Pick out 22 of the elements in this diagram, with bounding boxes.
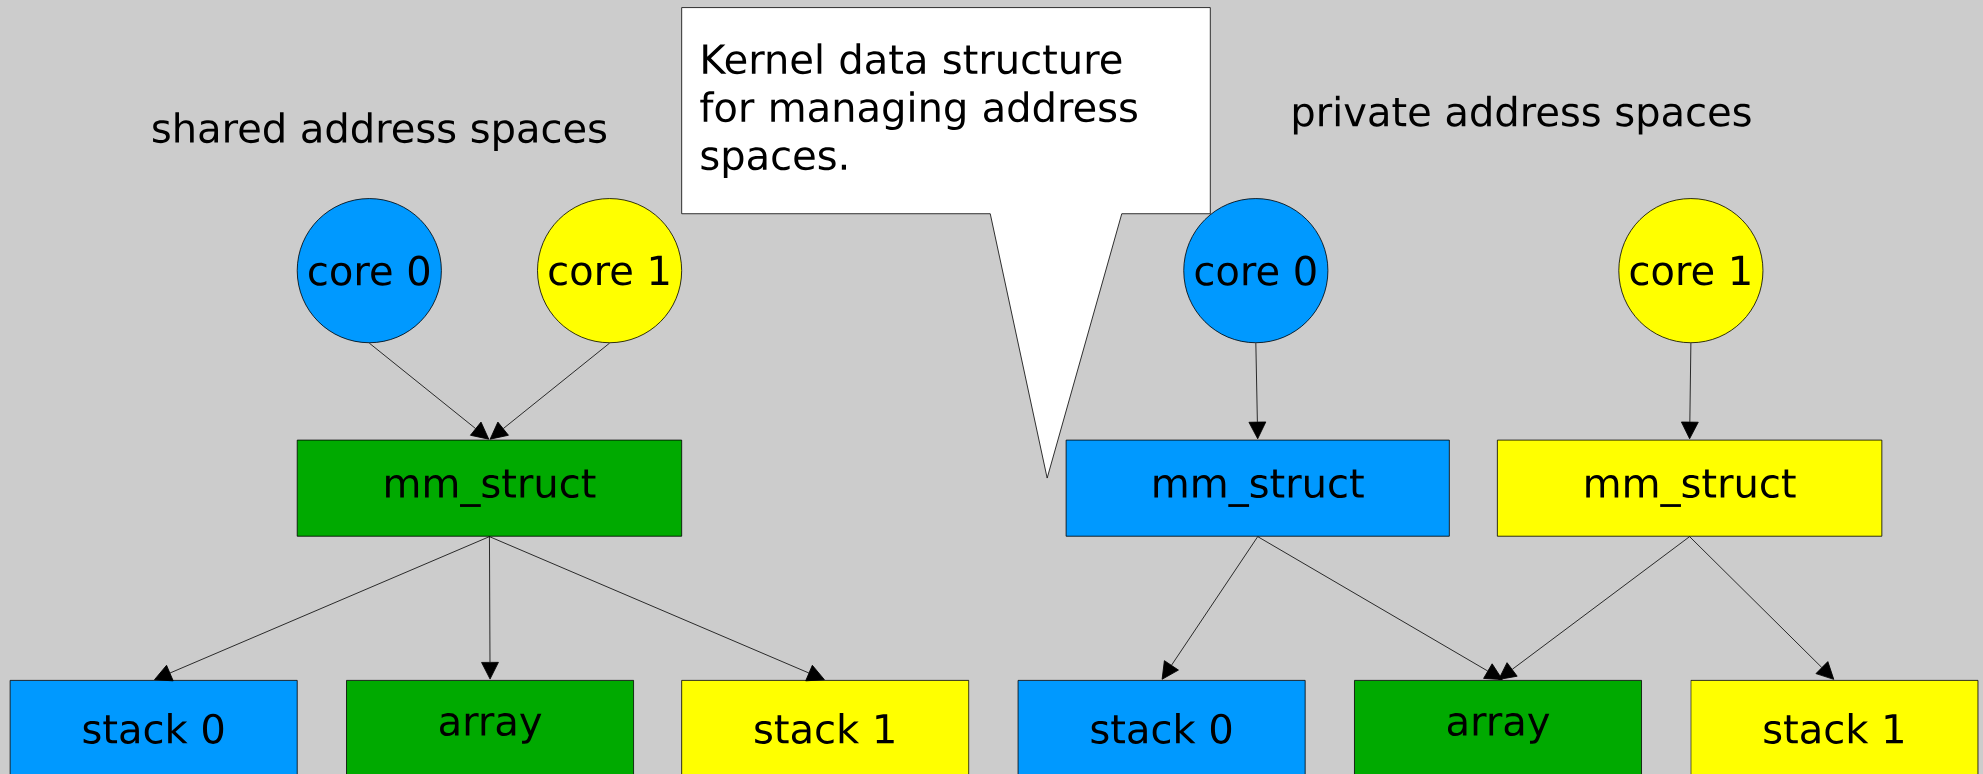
arrow (368, 342, 490, 440)
arrow (481, 536, 499, 680)
arrow (1257, 536, 1503, 680)
arrow (1248, 342, 1267, 440)
arrow (489, 536, 825, 682)
heading: private address spaces (1293, 95, 1751, 135)
process-box: stack 0 (9, 680, 298, 774)
process-box: stack 1 (1690, 680, 1979, 774)
arrow (1681, 342, 1699, 440)
arrow (1161, 536, 1259, 680)
arrow (489, 342, 610, 440)
arrow (154, 536, 490, 682)
process-box: stack 1 (681, 680, 970, 774)
process-box: mm_struct (1065, 439, 1450, 537)
process-box: array (1354, 680, 1642, 774)
arrow (1689, 536, 1835, 680)
process-box: array (346, 680, 635, 774)
process-box: stack 0 (1017, 680, 1306, 774)
process-box: mm_struct (1496, 439, 1883, 537)
arrow (1498, 536, 1690, 680)
heading: shared address spaces (153, 112, 606, 151)
process-box: mm_struct (296, 439, 683, 537)
